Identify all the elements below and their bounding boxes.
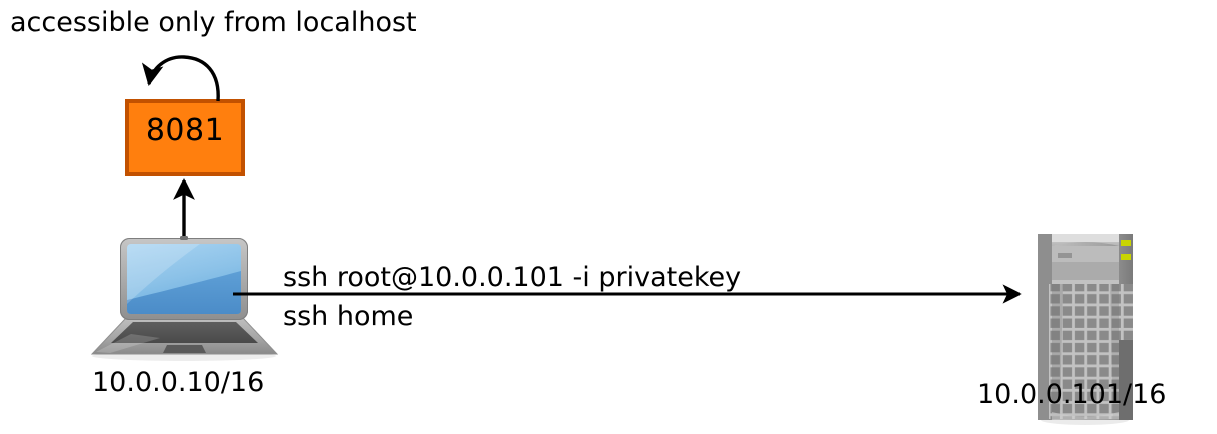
ssh-alias-label: ssh home — [283, 301, 414, 332]
port-box-label: 8081 — [145, 113, 225, 148]
ssh-command-label: ssh root@10.0.0.101 -i privatekey — [283, 262, 742, 293]
laptop-ip-label: 10.0.0.10/16 — [92, 367, 265, 398]
laptop-icon — [90, 236, 279, 361]
self-loop-arrow — [141, 55, 220, 102]
server-led-indicator — [1121, 254, 1131, 260]
diagram-title: accessible only from localhost — [10, 7, 417, 38]
port-box-8081[interactable] — [125, 99, 245, 176]
server-led-indicator — [1121, 240, 1131, 246]
server-tower-icon — [1038, 234, 1133, 425]
server-ip-label: 10.0.0.101/16 — [977, 379, 1167, 410]
